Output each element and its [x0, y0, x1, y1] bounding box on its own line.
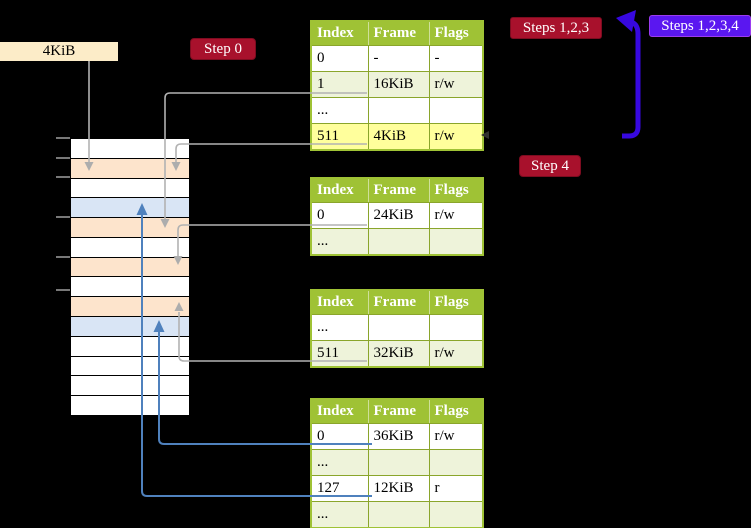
memory-frame-row — [71, 356, 189, 377]
steps123-label: Steps 1,2,3 — [510, 17, 602, 39]
table-row: ... — [310, 314, 484, 341]
table-row: ... — [310, 501, 484, 528]
table-header-row: Index Frame Flags — [310, 398, 484, 424]
cell-flags: r/w — [428, 423, 484, 450]
memory-frame-row — [71, 218, 189, 238]
cell-flags: - — [428, 45, 484, 72]
address-tick — [56, 289, 70, 291]
cell-flags: r — [428, 475, 484, 502]
cell-flags: r/w — [428, 71, 484, 98]
loop-back-arrow — [622, 19, 641, 139]
table-row: ... — [310, 97, 484, 124]
cell-flags — [428, 314, 484, 341]
cell-flags — [428, 228, 484, 256]
table-row: 1 16KiB r/w — [310, 71, 484, 98]
memory-frame-row — [71, 158, 189, 179]
cell-frame — [367, 314, 430, 341]
col-header-frame: Frame — [367, 289, 430, 315]
col-header-index: Index — [310, 289, 369, 315]
table-header-row: Index Frame Flags — [310, 20, 484, 46]
col-header-frame: Frame — [367, 177, 430, 203]
col-header-flags: Flags — [428, 398, 484, 424]
cell-frame: 36KiB — [367, 423, 430, 450]
step0-label: Step 0 — [190, 38, 256, 60]
cell-flags — [428, 449, 484, 476]
col-header-flags: Flags — [428, 177, 484, 203]
table-row: 0 36KiB r/w — [310, 423, 484, 450]
memory-frame-row — [71, 178, 189, 199]
cell-index: 0 — [310, 45, 369, 72]
cell-flags: r/w — [428, 202, 484, 229]
table-row: 0 - - — [310, 45, 484, 72]
cell-flags — [428, 97, 484, 124]
table-header-row: Index Frame Flags — [310, 177, 484, 203]
cell-flags: r/w — [428, 123, 484, 151]
memory-frame-row — [71, 198, 189, 219]
table-row: 0 24KiB r/w — [310, 202, 484, 229]
cell-flags — [428, 501, 484, 528]
memory-frame-row — [71, 277, 189, 298]
memory-frame-row — [71, 336, 189, 357]
cell-index: 511 — [310, 340, 369, 368]
cell-frame: 24KiB — [367, 202, 430, 229]
table-row: 127 12KiB r — [310, 475, 484, 502]
cell-frame: 12KiB — [367, 475, 430, 502]
col-header-index: Index — [310, 20, 369, 46]
step4-label: Step 4 — [519, 155, 581, 177]
cell-index: ... — [310, 314, 369, 341]
page-table-level2: Index Frame Flags 0 24KiB r/w ... — [310, 177, 484, 256]
cell-index: 1 — [310, 71, 369, 98]
address-tick — [56, 157, 70, 159]
memory-frame-row — [71, 257, 189, 278]
memory-frame-row — [71, 376, 189, 397]
table-row-highlighted: 511 4KiB r/w — [310, 123, 484, 151]
cell-frame — [367, 449, 430, 476]
col-header-index: Index — [310, 398, 369, 424]
cell-index: 0 — [310, 423, 369, 450]
cell-frame: - — [367, 45, 430, 72]
cell-frame — [367, 501, 430, 528]
table-row: 511 32KiB r/w — [310, 340, 484, 368]
table-row: ... — [310, 228, 484, 256]
memory-frame-row — [71, 317, 189, 337]
page-table-level1: Index Frame Flags 0 - - 1 16KiB r/w ... … — [310, 20, 484, 151]
cell-frame: 16KiB — [367, 71, 430, 98]
cell-index: ... — [310, 501, 369, 528]
address-tick — [56, 176, 70, 178]
cell-index: ... — [310, 228, 369, 256]
physical-memory-column — [70, 138, 190, 416]
cell-frame — [367, 97, 430, 124]
memory-frame-row — [71, 396, 189, 415]
col-header-frame: Frame — [367, 20, 430, 46]
cell-flags: r/w — [428, 340, 484, 368]
address-tick — [56, 137, 70, 139]
table-row: ... — [310, 449, 484, 476]
col-header-frame: Frame — [367, 398, 430, 424]
cell-frame: 32KiB — [367, 340, 430, 368]
cell-index: 0 — [310, 202, 369, 229]
col-header-flags: Flags — [428, 20, 484, 46]
frame-size-legend: 4KiB — [0, 42, 118, 61]
memory-frame-row — [71, 139, 189, 159]
cell-frame: 4KiB — [367, 123, 430, 151]
memory-frame-row — [71, 237, 189, 258]
cell-index: ... — [310, 449, 369, 476]
arrowhead-left-icon — [616, 10, 636, 32]
address-tick — [56, 216, 70, 218]
col-header-flags: Flags — [428, 289, 484, 315]
memory-frame-row — [71, 297, 189, 318]
cell-index: 511 — [310, 123, 369, 151]
table-header-row: Index Frame Flags — [310, 289, 484, 315]
page-table-level4: Index Frame Flags 0 36KiB r/w ... 127 12… — [310, 398, 484, 528]
cell-frame — [367, 228, 430, 256]
page-table-level3: Index Frame Flags ... 511 32KiB r/w — [310, 289, 484, 368]
cell-index: ... — [310, 97, 369, 124]
col-header-index: Index — [310, 177, 369, 203]
address-tick — [56, 256, 70, 258]
cell-index: 127 — [310, 475, 369, 502]
steps1234-label: Steps 1,2,3,4 — [649, 15, 751, 37]
